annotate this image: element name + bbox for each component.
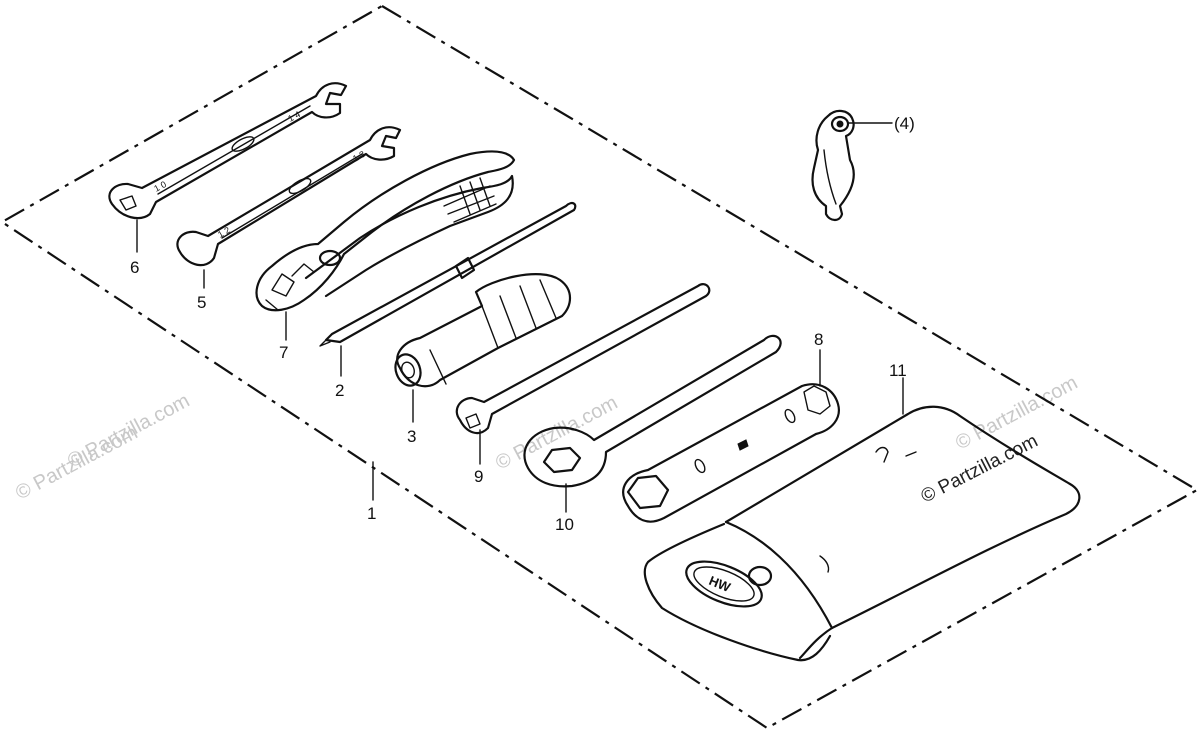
callout-7: 7 <box>279 343 288 362</box>
callout-4: (4) <box>894 114 915 133</box>
callout-2: 2 <box>335 381 344 400</box>
callout-8: 8 <box>814 330 823 349</box>
callout-9: 9 <box>474 467 483 486</box>
ring-spanner-10 <box>523 334 782 488</box>
wrench-9 <box>455 283 711 435</box>
callout-6: 6 <box>130 258 139 277</box>
callout-11: 11 <box>889 361 907 380</box>
callout-1: 1 <box>367 504 376 523</box>
tray-outline <box>0 4 1200 730</box>
box-spanner-8 <box>622 383 840 523</box>
watermark-left-upper: © Partzilla.com <box>64 390 193 473</box>
leader-lines <box>136 122 904 513</box>
wrench-5: 1 2 1 3 <box>176 126 402 267</box>
tool-bag-11: HW <box>643 405 1081 662</box>
callout-10: 10 <box>555 515 574 534</box>
wrench-6: 1 0 1 4 <box>108 82 348 220</box>
screwdriver-handle-3 <box>394 273 572 388</box>
callout-3: 3 <box>407 427 416 446</box>
pliers-7 <box>255 150 516 312</box>
callout-5: 5 <box>197 293 206 312</box>
screwdriver-blade-2 <box>319 201 577 347</box>
handle-4 <box>811 109 855 222</box>
